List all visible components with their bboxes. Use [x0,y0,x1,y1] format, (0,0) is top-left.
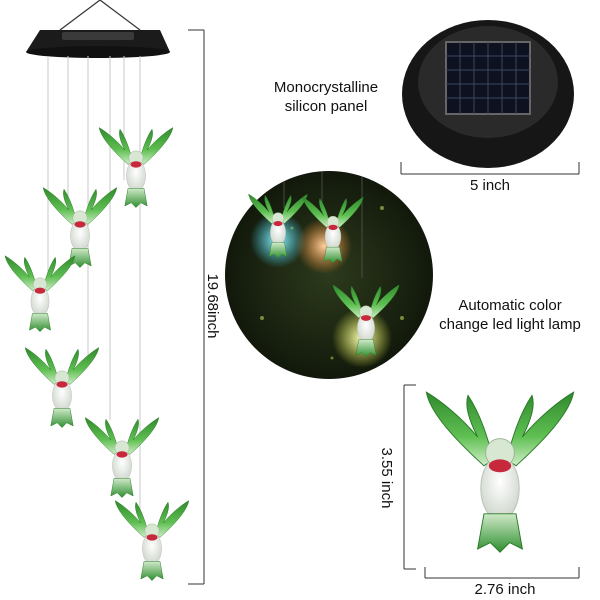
hummingbird-icon [300,192,366,272]
height-dimension-line [184,28,208,588]
solar-panel-icon [396,16,580,172]
panel-description: Monocrystalline silicon panel [256,78,396,116]
bird-width-label: 2.76 inch [474,581,536,598]
panel-width-dimension-line [400,160,580,176]
bird-height-label: 3.55 inch [378,447,395,509]
hummingbird-icon [330,278,402,368]
total-height-label: 19.68inch [204,273,221,339]
hummingbird-icon [2,248,78,344]
panel-description-line2: silicon panel [284,98,368,115]
panel-size-label: 5 inch [469,177,511,194]
led-description-line1: Automatic color [458,297,562,314]
bird-height-dimension-line [402,384,418,570]
hummingbird-icon [420,384,580,570]
bird-width-dimension-line [424,566,580,580]
panel-description-line1: Monocrystalline [273,79,379,96]
hummingbird-icon [112,495,192,591]
led-description-line2: change led light lamp [439,316,581,333]
led-description: Automatic color change led light lamp [420,296,600,334]
